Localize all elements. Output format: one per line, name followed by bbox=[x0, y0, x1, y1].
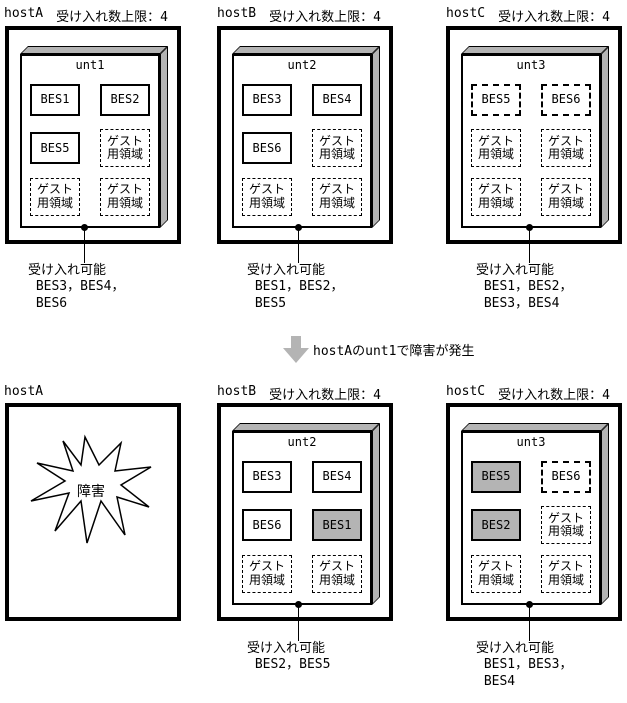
unit-grid: BES1 BES2 BES5 ゲスト 用領域 ゲスト 用領域 ゲスト 用領域 bbox=[30, 76, 150, 221]
host-name: hostB bbox=[217, 384, 257, 399]
bes-cell: BES4 bbox=[312, 461, 362, 494]
host-accept-limit: 受け入れ数上限：4 bbox=[269, 10, 381, 25]
unit-unt3-after: unt3 BES5 BES6 BES2 ゲスト 用領域 ゲスト 用領域 ゲスト … bbox=[461, 423, 609, 605]
unit-grid: BES3 BES4 BES6 BES1 ゲスト 用領域 ゲスト 用領域 bbox=[242, 453, 362, 598]
host-label-hosta-before: hostA 受け入れ数上限：4 bbox=[4, 6, 168, 25]
unit-unt2-after: unt2 BES3 BES4 BES6 BES1 ゲスト 用領域 ゲスト 用領域 bbox=[232, 423, 380, 605]
failure-burst-icon bbox=[30, 434, 152, 544]
host-label-hostb-before: hostB 受け入れ数上限：4 bbox=[217, 6, 381, 25]
host-name: hostC bbox=[446, 384, 486, 399]
guest-area-cell: ゲスト 用領域 bbox=[541, 129, 591, 168]
relocated-bes-cell: BES5 bbox=[471, 461, 521, 494]
connector-dot bbox=[526, 601, 533, 608]
down-arrow-icon bbox=[283, 336, 309, 363]
unit-3d-right-face bbox=[160, 46, 168, 228]
host-box-hostc-after: unt3 BES5 BES6 BES2 ゲスト 用領域 ゲスト 用領域 ゲスト … bbox=[446, 403, 622, 621]
unit-name: unt1 bbox=[75, 58, 105, 72]
failure-label: 障害 bbox=[77, 484, 105, 500]
unit-unt3: unt3 BES5 BES6 ゲスト 用領域 ゲスト 用領域 ゲスト 用領域 ゲ… bbox=[461, 46, 609, 228]
guest-area-cell: ゲスト 用領域 bbox=[312, 177, 362, 216]
host-name: hostB bbox=[217, 6, 257, 21]
host-name: hostC bbox=[446, 6, 486, 21]
host-box-hostb-after: unt2 BES3 BES4 BES6 BES1 ゲスト 用領域 ゲスト 用領域 bbox=[217, 403, 393, 621]
guest-area-cell: ゲスト 用領域 bbox=[100, 177, 150, 216]
bes-cell: BES1 bbox=[30, 84, 80, 117]
guest-area-cell: ゲスト 用領域 bbox=[312, 554, 362, 593]
relocated-bes-cell: BES2 bbox=[471, 509, 521, 542]
unit-name: unt2 bbox=[287, 58, 317, 72]
connector-dot bbox=[81, 224, 88, 231]
unit-3d-right-face bbox=[372, 423, 380, 605]
acceptable-list: 受け入れ可能 BES3，BES4， BES6 bbox=[28, 263, 125, 311]
unit-unt2: unt2 BES3 BES4 BES6 ゲスト 用領域 ゲスト 用領域 ゲスト … bbox=[232, 46, 380, 228]
connector-dot bbox=[526, 224, 533, 231]
unit-unt1: unt1 BES1 BES2 BES5 ゲスト 用領域 ゲスト 用領域 ゲスト … bbox=[20, 46, 168, 228]
unit-3d-top-face bbox=[461, 423, 609, 431]
transition-label: hostAのunt1で障害が発生 bbox=[313, 344, 475, 359]
unit-3d-top-face bbox=[232, 46, 380, 54]
unit-grid: BES5 BES6 BES2 ゲスト 用領域 ゲスト 用領域 ゲスト 用領域 bbox=[471, 453, 591, 598]
guest-area-cell: ゲスト 用領域 bbox=[471, 177, 521, 216]
connector-line bbox=[81, 224, 88, 263]
unit-3d-top-face bbox=[20, 46, 168, 54]
bes-cell: BES5 bbox=[471, 84, 521, 117]
bes-cell: BES3 bbox=[242, 84, 292, 117]
host-label-hostc-before: hostC 受け入れ数上限：4 bbox=[446, 6, 610, 25]
host-accept-limit: 受け入れ数上限：4 bbox=[56, 10, 168, 25]
acceptable-list: 受け入れ可能 BES2，BES5 bbox=[247, 641, 331, 673]
host-box-hosta-after: 障害 bbox=[5, 403, 181, 621]
host-label-hostb-after: hostB 受け入れ数上限：4 bbox=[217, 384, 381, 403]
guest-area-cell: ゲスト 用領域 bbox=[312, 129, 362, 168]
guest-area-cell: ゲスト 用領域 bbox=[30, 177, 80, 216]
bes-cell: BES6 bbox=[541, 84, 591, 117]
unit-grid: BES3 BES4 BES6 ゲスト 用領域 ゲスト 用領域 ゲスト 用領域 bbox=[242, 76, 362, 221]
host-accept-limit: 受け入れ数上限：4 bbox=[269, 388, 381, 403]
host-label-hosta-after: hostA bbox=[4, 384, 43, 399]
bes-cell: BES3 bbox=[242, 461, 292, 494]
unit-3d-right-face bbox=[372, 46, 380, 228]
guest-area-cell: ゲスト 用領域 bbox=[541, 177, 591, 216]
guest-area-cell: ゲスト 用領域 bbox=[471, 554, 521, 593]
connector-dot bbox=[295, 224, 302, 231]
unit-3d-right-face bbox=[601, 46, 609, 228]
unit-grid: BES5 BES6 ゲスト 用領域 ゲスト 用領域 ゲスト 用領域 ゲスト 用領… bbox=[471, 76, 591, 221]
guest-area-cell: ゲスト 用領域 bbox=[100, 129, 150, 168]
unit-name: unt3 bbox=[516, 58, 546, 72]
bes-cell: BES6 bbox=[242, 509, 292, 542]
connector-line bbox=[526, 601, 533, 641]
bes-cell: BES2 bbox=[100, 84, 150, 117]
bes-cell: BES5 bbox=[30, 132, 80, 165]
unit-3d-top-face bbox=[232, 423, 380, 431]
acceptable-list: 受け入れ可能 BES1，BES3， BES4 bbox=[476, 641, 573, 689]
host-accept-limit: 受け入れ数上限：4 bbox=[498, 10, 610, 25]
guest-area-cell: ゲスト 用領域 bbox=[471, 129, 521, 168]
acceptable-list: 受け入れ可能 BES1，BES2， BES3，BES4 bbox=[476, 263, 573, 311]
unit-name: unt2 bbox=[287, 435, 317, 449]
guest-area-cell: ゲスト 用領域 bbox=[242, 554, 292, 593]
unit-name: unt3 bbox=[516, 435, 546, 449]
host-box-hostc-before: unt3 BES5 BES6 ゲスト 用領域 ゲスト 用領域 ゲスト 用領域 ゲ… bbox=[446, 26, 622, 244]
connector-dot bbox=[295, 601, 302, 608]
bes-cell: BES4 bbox=[312, 84, 362, 117]
unit-3d-top-face bbox=[461, 46, 609, 54]
relocated-bes-cell: BES1 bbox=[312, 509, 362, 542]
acceptable-list: 受け入れ可能 BES1，BES2， BES5 bbox=[247, 263, 344, 311]
host-label-hostc-after: hostC 受け入れ数上限：4 bbox=[446, 384, 610, 403]
host-box-hostb-before: unt2 BES3 BES4 BES6 ゲスト 用領域 ゲスト 用領域 ゲスト … bbox=[217, 26, 393, 244]
host-box-hosta-before: unt1 BES1 BES2 BES5 ゲスト 用領域 ゲスト 用領域 ゲスト … bbox=[5, 26, 181, 244]
host-accept-limit: 受け入れ数上限：4 bbox=[498, 388, 610, 403]
host-name: hostA bbox=[4, 6, 44, 21]
connector-line bbox=[295, 601, 302, 641]
host-name: hostA bbox=[4, 384, 44, 399]
bes-cell: BES6 bbox=[541, 461, 591, 494]
guest-area-cell: ゲスト 用領域 bbox=[242, 177, 292, 216]
guest-area-cell: ゲスト 用領域 bbox=[541, 554, 591, 593]
connector-line bbox=[526, 224, 533, 263]
connector-line bbox=[295, 224, 302, 263]
guest-area-cell: ゲスト 用領域 bbox=[541, 506, 591, 545]
unit-3d-right-face bbox=[601, 423, 609, 605]
bes-cell: BES6 bbox=[242, 132, 292, 165]
